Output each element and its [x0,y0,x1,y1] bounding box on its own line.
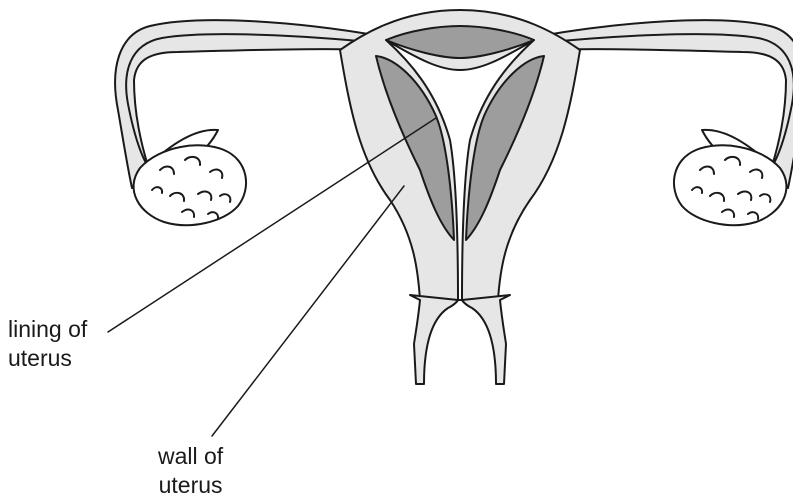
lining-leader-line [108,118,436,332]
wall-leader-line [212,186,404,436]
label-lining-line1: lining of [8,315,87,344]
label-wall-line2: uterus [158,471,223,500]
right-ovary [674,145,786,225]
label-lining-line2: uterus [8,344,87,373]
label-wall-line1: wall of [158,442,223,471]
label-lining-of-uterus: lining of uterus [8,315,87,373]
cervix [410,295,510,384]
label-wall-of-uterus: wall of uterus [158,442,223,500]
left-ovary [134,145,246,225]
